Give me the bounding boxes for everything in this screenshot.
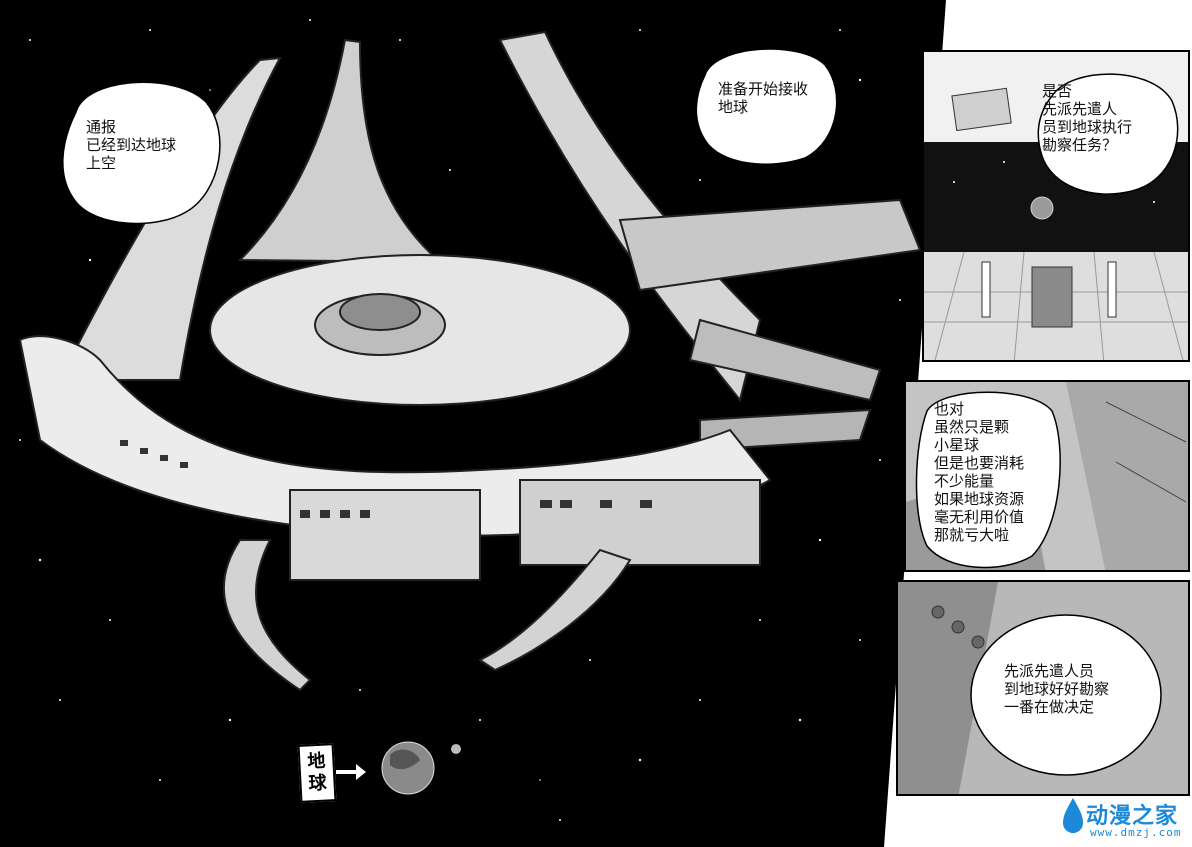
watermark-name: 动漫之家: [1086, 804, 1179, 829]
arrow-right-icon: [336, 764, 366, 780]
closeup-2-bubble-text: 先派先遣人员 到地球好好勘察 一番在做决定: [1004, 662, 1110, 716]
closeup-panel-2: 先派先遣人员 到地球好好勘察 一番在做决定: [896, 580, 1190, 796]
bubble-2-text: 准备开始接收 地球: [718, 80, 809, 116]
starfield: [19, 19, 901, 821]
speech-bubble-2: [695, 48, 838, 165]
speech-bubble-closeup-1: [915, 391, 1061, 569]
bridge-bubble-text: 是否 先派先遣人 员到地球执行 勘察任务？: [1042, 82, 1133, 154]
speech-bubble-closeup-2: [970, 614, 1162, 776]
earth-planet-icon: [381, 741, 435, 795]
watermark-url: www.dmzj.com: [1090, 826, 1182, 839]
closeup-panel-1: 也对 虽然只是颗 小星球 但是也要消耗 不少能量 如果地球资源 毫无利用价值 那…: [904, 380, 1190, 572]
bubble-1-text: 通报 已经到达地球 上空: [86, 118, 177, 172]
moon-icon: [451, 744, 461, 754]
bridge-panel: 是否 先派先遣人 员到地球执行 勘察任务？: [922, 50, 1190, 362]
speech-bubble-1: [62, 81, 221, 225]
earth-label: 地 球: [297, 743, 337, 803]
earth-planet-icon: [1030, 196, 1054, 220]
speech-bubble-bridge: [1037, 73, 1179, 195]
closeup-1-bubble-text: 也对 虽然只是颗 小星球 但是也要消耗 不少能量 如果地球资源 毫无利用价值 那…: [934, 400, 1025, 544]
water-drop-logo-icon: [1063, 798, 1083, 833]
